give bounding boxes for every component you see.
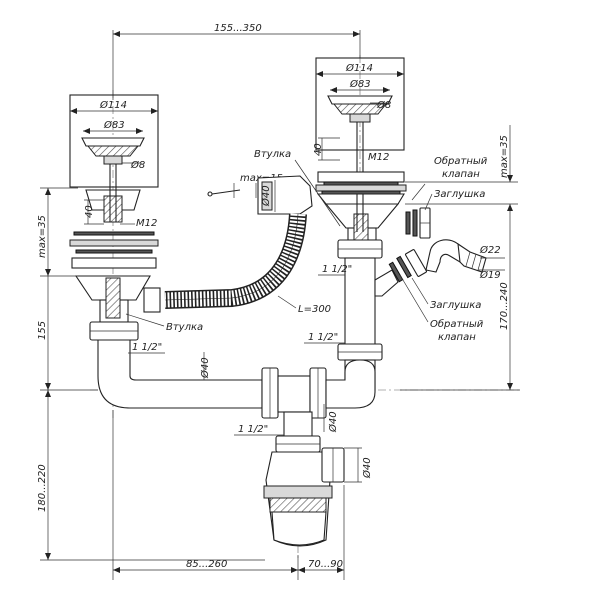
outlet-d40-text: Ø40 bbox=[361, 457, 373, 479]
right-max35-text: max=35 bbox=[499, 135, 510, 178]
right-elbow-inlet bbox=[388, 239, 487, 283]
vtulka-bottom-label: Втулка bbox=[166, 322, 203, 333]
left-strainer-top-view: Ø114 Ø83 Ø8 bbox=[69, 94, 159, 188]
trap-d40-text: Ø40 bbox=[327, 411, 339, 433]
bottom-dimensions: 85...260 70...90 bbox=[112, 410, 345, 580]
right-check-valve-top-parts bbox=[405, 207, 431, 239]
thread-right-lower-text: 1 1/2" bbox=[308, 332, 338, 343]
left-m12-text: M12 bbox=[136, 218, 157, 229]
right-stem: 40 M12 bbox=[313, 137, 389, 172]
right-m12-text: M12 bbox=[368, 152, 389, 163]
bottom-left-text: 85...260 bbox=[186, 559, 227, 570]
top-span-dimension: 155...350 bbox=[112, 23, 361, 100]
hose-fitting-top: max=15 Ø40 Втулка bbox=[207, 149, 341, 227]
bottom-right-text: 70...90 bbox=[308, 559, 343, 570]
left-d8-text: Ø8 bbox=[130, 159, 145, 171]
left-d114-text: Ø114 bbox=[99, 99, 127, 111]
h180-220-text: 180...220 bbox=[37, 464, 48, 512]
left-max35-text: max=35 bbox=[37, 215, 48, 258]
thread-right-upper-text: 1 1/2" bbox=[322, 264, 352, 275]
right-d114-text: Ø114 bbox=[345, 62, 373, 74]
left-d83-text: Ø83 bbox=[103, 119, 125, 131]
plug-top-label: Заглушка bbox=[434, 189, 485, 200]
left-h40-text: 40 bbox=[84, 205, 95, 218]
right-h40-text: 40 bbox=[313, 143, 324, 156]
d22-text: Ø22 bbox=[479, 244, 501, 256]
hose-fitting-d40-text: Ø40 bbox=[260, 185, 272, 207]
right-strainer-top-view: Ø114 Ø83 Ø8 bbox=[315, 57, 405, 151]
h155-text: 155 bbox=[37, 321, 48, 340]
right-d83-text: Ø83 bbox=[349, 78, 371, 90]
tee-and-trap: Ø40 Ø40 1 1/2" Ø40 bbox=[199, 352, 376, 547]
right-drain-assembly bbox=[315, 171, 407, 391]
vtulka-top-label: Втулка bbox=[254, 149, 291, 160]
left-drain-assembly bbox=[69, 186, 263, 409]
thread-trap-text: 1 1/2" bbox=[238, 424, 268, 435]
plug-bottom-label: Заглушка bbox=[430, 300, 481, 311]
hose-length-text: L=300 bbox=[298, 304, 331, 315]
right-d8-text: Ø8 bbox=[376, 99, 391, 111]
right-max35-dimension: max=35 bbox=[405, 125, 518, 230]
thread-left-text: 1 1/2" bbox=[132, 342, 162, 353]
h170-240-dimension: 170...240 bbox=[400, 230, 520, 391]
top-span-text: 155...350 bbox=[214, 23, 262, 34]
right-d22-d19-dims: Ø22 Ø19 bbox=[478, 244, 505, 281]
h170-240-text: 170...240 bbox=[499, 282, 510, 330]
left-dims: 40 M12 max=35 155 180...220 Втулка 1 1/2… bbox=[37, 187, 265, 561]
pipe-d40-text: Ø40 bbox=[199, 357, 211, 379]
corrugated-hose: L=300 bbox=[164, 213, 331, 315]
d19-text: Ø19 bbox=[479, 269, 501, 281]
